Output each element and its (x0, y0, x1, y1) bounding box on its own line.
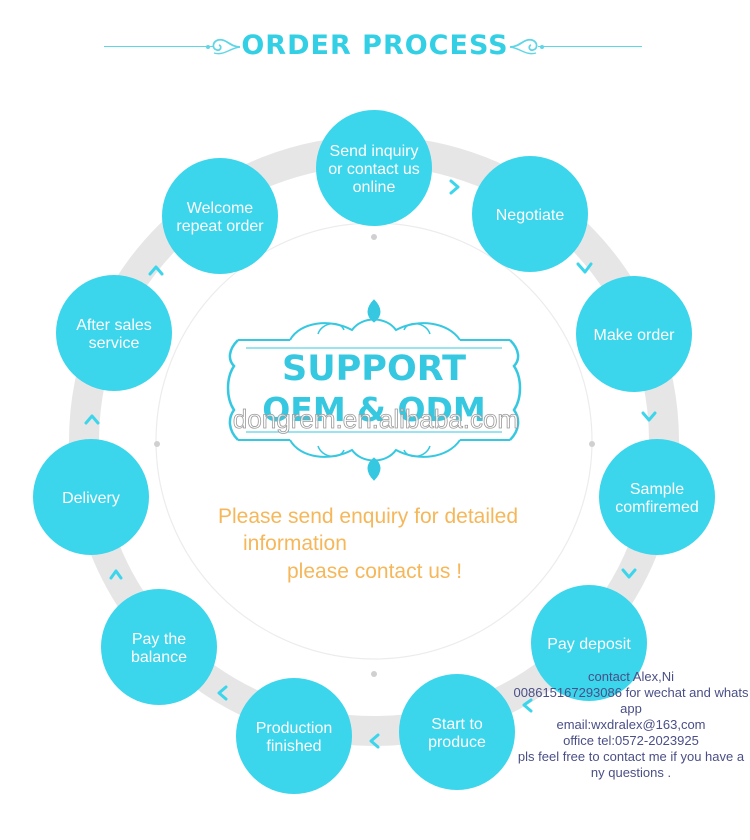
support-subline: OEM & ODM (262, 390, 485, 429)
step-label: service (89, 335, 140, 352)
step-label: repeat order (176, 218, 264, 235)
watermark: dongrem.en.alibaba.com (233, 404, 519, 434)
step-label: balance (131, 649, 187, 666)
process-step: Negotiate (472, 156, 588, 272)
contact-email: email:wxdralex@163,com (556, 717, 706, 732)
direction-arrows (84, 179, 657, 749)
chevron-up-icon (148, 265, 164, 276)
contact-info: contact Alex,Ni 008615167293086 for wech… (500, 669, 750, 781)
step-label: Sample (630, 481, 684, 498)
support-headline: SUPPORT (282, 349, 466, 389)
contact-note: pls feel free to contact me if you have … (517, 749, 745, 764)
chevron-up-icon (84, 414, 100, 425)
step-circle (316, 110, 432, 226)
step-label: or contact us (328, 161, 420, 178)
step-label: produce (428, 734, 486, 751)
step-circle (531, 585, 647, 701)
step-label: Production (256, 720, 333, 737)
contact-phone: 008615167293086 for wechat and whats (513, 685, 749, 700)
contact-office-tel: office tel:0572-2023925 (563, 733, 699, 748)
chevron-down-icon (641, 411, 657, 422)
step-circle (599, 439, 715, 555)
inner-guide-circle (155, 222, 593, 660)
contact-name: contact Alex,Ni (588, 669, 674, 684)
step-label: Pay deposit (547, 636, 631, 653)
guide-dot (589, 441, 595, 447)
header-divider-left (104, 46, 214, 47)
support-frame (226, 299, 522, 481)
step-circle (472, 156, 588, 272)
contact-phone-continued: app (620, 701, 642, 716)
step-label: Delivery (62, 490, 120, 507)
guide-dot (371, 671, 377, 677)
enquiry-message-line2: information (243, 532, 347, 555)
step-label: Negotiate (496, 207, 565, 224)
step-label: Send inquiry (330, 143, 419, 160)
guide-dot (371, 234, 377, 240)
step-circle (236, 678, 352, 794)
process-step: Pay deposit (531, 585, 647, 701)
step-label: Welcome (187, 200, 253, 217)
header-divider-right (538, 46, 642, 47)
chevron-right-icon (449, 179, 460, 195)
step-label: online (353, 179, 396, 196)
step-circle (162, 158, 278, 274)
step-circle (576, 276, 692, 392)
step-label: finished (266, 738, 321, 755)
chevron-left-icon (217, 685, 228, 701)
left-flourish-icon (206, 38, 241, 55)
step-label: Start to (431, 716, 483, 733)
chevron-down-icon (621, 568, 637, 579)
chevron-left-icon (522, 698, 533, 713)
step-label: comfiremed (615, 499, 699, 516)
chevron-down-icon (576, 262, 593, 274)
step-circle (399, 674, 515, 790)
header: ORDER PROCESS (0, 24, 750, 68)
contact-note-continued: ny questions . (590, 765, 672, 780)
enquiry-message-line1: Please send enquiry for detailed (218, 505, 519, 528)
process-step: Make order (576, 276, 692, 392)
chevron-up-icon (109, 569, 123, 580)
page-title: ORDER PROCESS (241, 30, 509, 61)
enquiry-message-line3: please contact us ! (287, 560, 463, 583)
guide-dot (154, 441, 160, 447)
step-label: After sales (76, 317, 152, 334)
process-step: Delivery (33, 439, 149, 555)
step-label: Make order (594, 327, 676, 344)
step-circle (33, 439, 149, 555)
chevron-left-icon (369, 733, 380, 749)
step-label: Pay the (132, 631, 186, 648)
step-circle (101, 589, 217, 705)
step-circle (56, 275, 172, 391)
